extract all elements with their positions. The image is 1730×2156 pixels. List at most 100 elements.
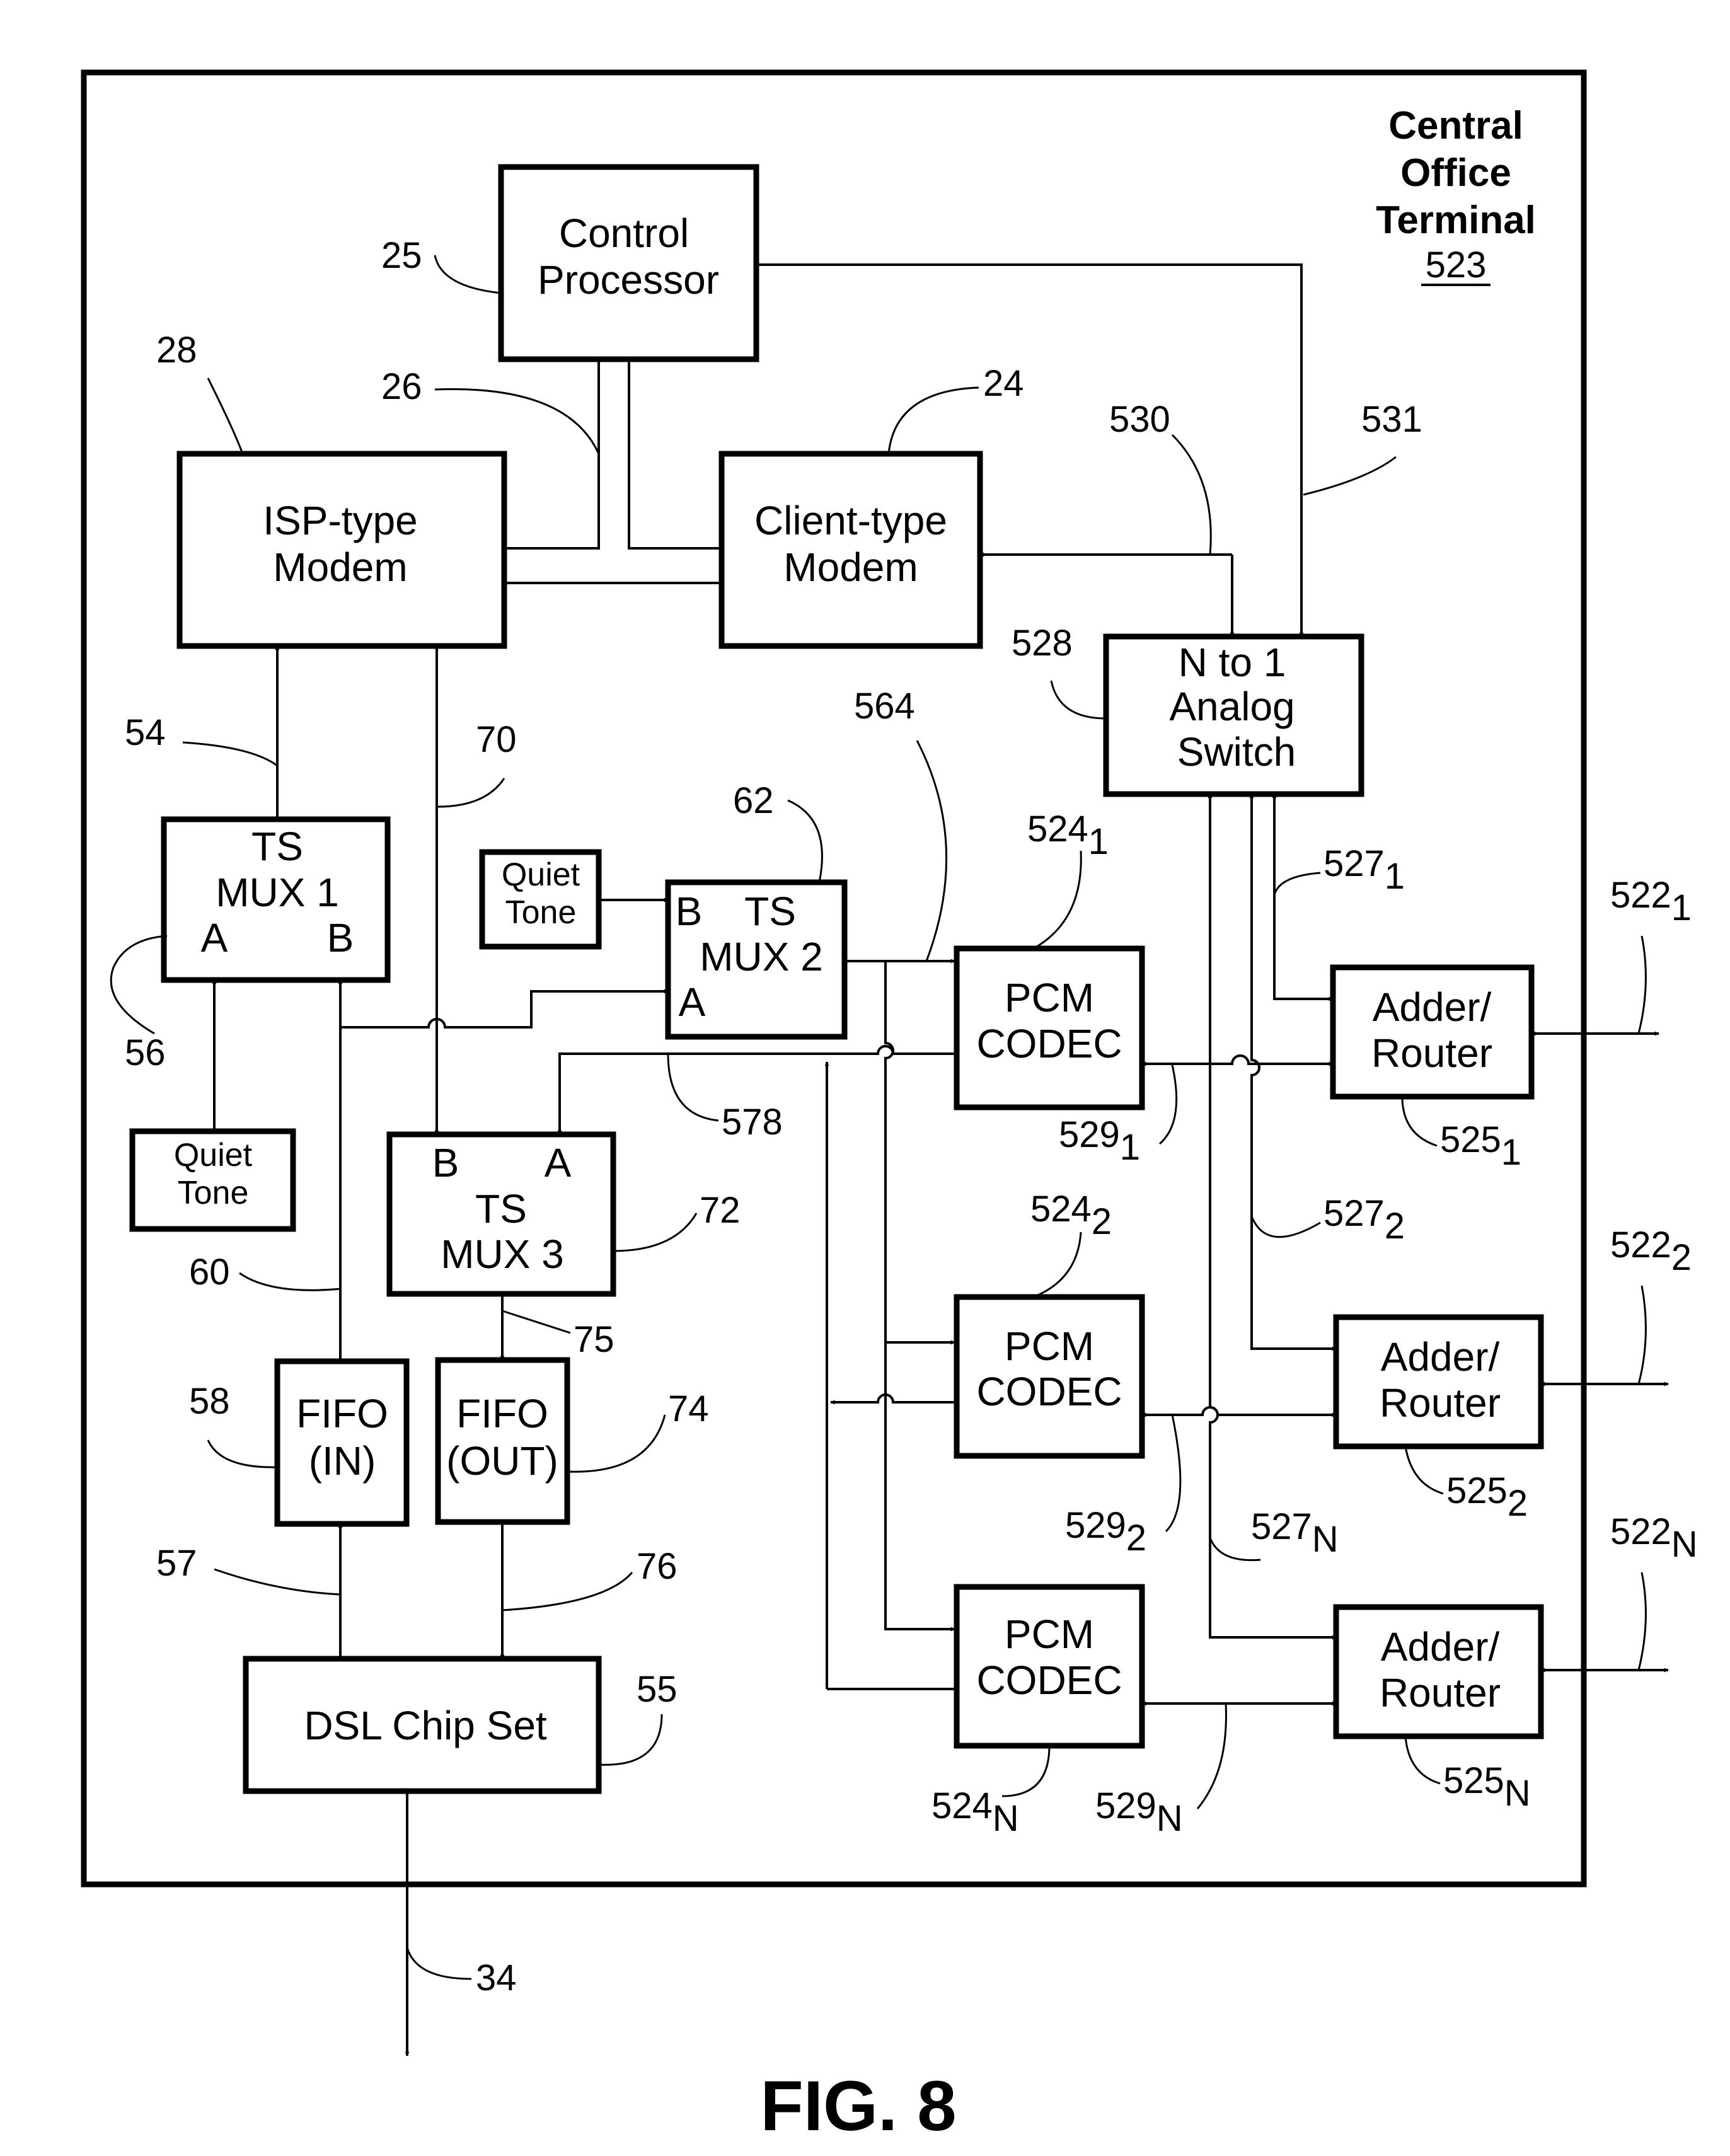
ref-76: 76	[637, 1546, 678, 1587]
ref-522-2-num: 522	[1610, 1225, 1671, 1265]
analog-switch-label-1: N to 1	[1179, 640, 1286, 685]
ref-531: 531	[1361, 399, 1422, 440]
ref-529-2-sub: 2	[1126, 1518, 1146, 1559]
ts-mux3-port-b: B	[432, 1140, 459, 1185]
ref-522-2: 5222	[1610, 1225, 1692, 1278]
ts-mux3-label-2: MUX 3	[441, 1231, 564, 1277]
quiet-tone-2-block: Quiet Tone	[482, 852, 599, 947]
ref-58: 58	[189, 1381, 230, 1422]
ref-74: 74	[668, 1388, 709, 1429]
pcm-codec-2-label-1: PCM	[1005, 1323, 1094, 1369]
ref-527-1-num: 527	[1323, 843, 1385, 884]
ref-529-n-sub: N	[1156, 1798, 1183, 1839]
terminal-title-line-1: Central	[1388, 104, 1523, 147]
ts-mux2-label-2: MUX 2	[700, 934, 823, 979]
fifo-out-block: FIFO (OUT)	[438, 1360, 567, 1522]
ref-529-2-num: 529	[1065, 1505, 1126, 1546]
quiet-tone-1-label-2: Tone	[178, 1175, 249, 1211]
leader-522-n	[1639, 1572, 1646, 1670]
isp-modem-block: ISP-type Modem	[180, 454, 504, 646]
ref-524-n-sub: N	[993, 1798, 1019, 1839]
leader-522-1	[1639, 936, 1646, 1034]
ref-527-1-sub: 1	[1385, 856, 1405, 897]
ref-564: 564	[854, 686, 915, 727]
dsl-chip-set-block: DSL Chip Set	[246, 1659, 599, 1791]
ref-524-1-sub: 1	[1088, 821, 1109, 862]
ts-mux1-port-b: B	[327, 915, 354, 960]
leader-34	[407, 1947, 471, 1979]
fifo-in-block: FIFO (IN)	[277, 1361, 407, 1524]
ref-524-n-num: 524	[931, 1785, 993, 1826]
client-modem-label-2: Modem	[783, 545, 918, 590]
ts-mux3-label-1: TS	[475, 1186, 527, 1231]
ref-522-n-sub: N	[1671, 1524, 1698, 1565]
ts-mux2-port-a: A	[679, 979, 706, 1025]
ref-26: 26	[381, 366, 422, 407]
pcm-codec-n-block: PCM CODEC	[957, 1587, 1142, 1746]
adder-router-n-block: Adder/ Router	[1336, 1607, 1541, 1736]
ref-530: 530	[1109, 399, 1170, 440]
ts-mux2-label-1: TS	[744, 889, 796, 934]
analog-switch-label-2: Analog	[1169, 684, 1295, 729]
adder-router-2-label-2: Router	[1380, 1380, 1501, 1426]
control-processor-label-2: Processor	[538, 257, 719, 303]
figure-caption: FIG. 8	[760, 2067, 956, 2145]
ref-527-2-sub: 2	[1385, 1206, 1405, 1247]
ts-mux1-label-2: MUX 1	[216, 870, 339, 915]
ref-522-2-sub: 2	[1671, 1237, 1692, 1278]
quiet-tone-1-block: Quiet Tone	[132, 1131, 293, 1229]
ref-525-n-num: 525	[1443, 1760, 1504, 1801]
isp-modem-label-2: Modem	[273, 545, 407, 590]
ref-525-2-sub: 2	[1508, 1483, 1528, 1524]
ref-72: 72	[700, 1190, 741, 1231]
client-modem-block: Client-type Modem	[722, 454, 980, 646]
control-processor-block: Control Processor	[501, 167, 756, 359]
ref-529-1-sub: 1	[1120, 1127, 1140, 1168]
ref-528: 528	[1012, 623, 1073, 664]
ref-525-1-sub: 1	[1501, 1132, 1521, 1173]
ts-mux2-block: B TS MUX 2 A	[668, 882, 845, 1037]
ref-527-2-num: 527	[1323, 1193, 1385, 1234]
quiet-tone-2-label-2: Tone	[505, 894, 577, 931]
pcm-codec-n-label-2: CODEC	[976, 1657, 1122, 1703]
ref-578: 578	[722, 1102, 783, 1143]
pcm-codec-1-label-1: PCM	[1005, 975, 1094, 1020]
ref-524-1-num: 524	[1027, 809, 1088, 850]
ref-524-2-num: 524	[1030, 1189, 1092, 1230]
leader-522-2	[1639, 1286, 1646, 1384]
ref-70: 70	[476, 719, 517, 760]
ts-mux2-port-b: B	[676, 889, 703, 934]
pcm-codec-n-label-1: PCM	[1005, 1611, 1094, 1657]
ts-mux1-port-a: A	[201, 915, 228, 960]
client-modem-label-1: Client-type	[754, 498, 947, 543]
fifo-out-label-2: (OUT)	[446, 1438, 558, 1484]
ref-525-n-sub: N	[1504, 1773, 1531, 1814]
ts-mux1-block: TS MUX 1 A B	[164, 819, 388, 980]
adder-router-1-label-1: Adder/	[1373, 984, 1492, 1030]
pcm-codec-1-label-2: CODEC	[976, 1021, 1122, 1066]
ref-525-2-num: 525	[1446, 1470, 1508, 1511]
ts-mux1-label-1: TS	[251, 824, 303, 869]
pcm-codec-2-label-2: CODEC	[976, 1369, 1122, 1414]
ref-54: 54	[125, 712, 166, 753]
ref-57: 57	[156, 1543, 197, 1584]
ref-522-1: 5221	[1610, 875, 1692, 928]
ref-522-1-sub: 1	[1671, 887, 1692, 928]
terminal-title-line-2: Office	[1400, 151, 1511, 195]
adder-router-n-label-1: Adder/	[1381, 1624, 1500, 1669]
fifo-in-label-1: FIFO	[296, 1391, 388, 1436]
terminal-title-line-3: Terminal	[1376, 199, 1536, 242]
ref-522-1-num: 522	[1610, 875, 1671, 916]
pcm-codec-1-block: PCM CODEC	[957, 948, 1142, 1107]
ref-522-n-num: 522	[1610, 1511, 1671, 1552]
ref-522-n: 522N	[1610, 1511, 1698, 1565]
adder-router-1-block: Adder/ Router	[1333, 967, 1531, 1097]
ref-525-1-num: 525	[1440, 1119, 1501, 1160]
ref-60: 60	[189, 1252, 230, 1293]
ref-56: 56	[125, 1032, 166, 1073]
fifo-out-label-1: FIFO	[456, 1391, 548, 1436]
ref-529-n-num: 529	[1095, 1785, 1156, 1826]
isp-modem-label-1: ISP-type	[263, 498, 417, 543]
ref-524-2-sub: 2	[1092, 1201, 1112, 1242]
